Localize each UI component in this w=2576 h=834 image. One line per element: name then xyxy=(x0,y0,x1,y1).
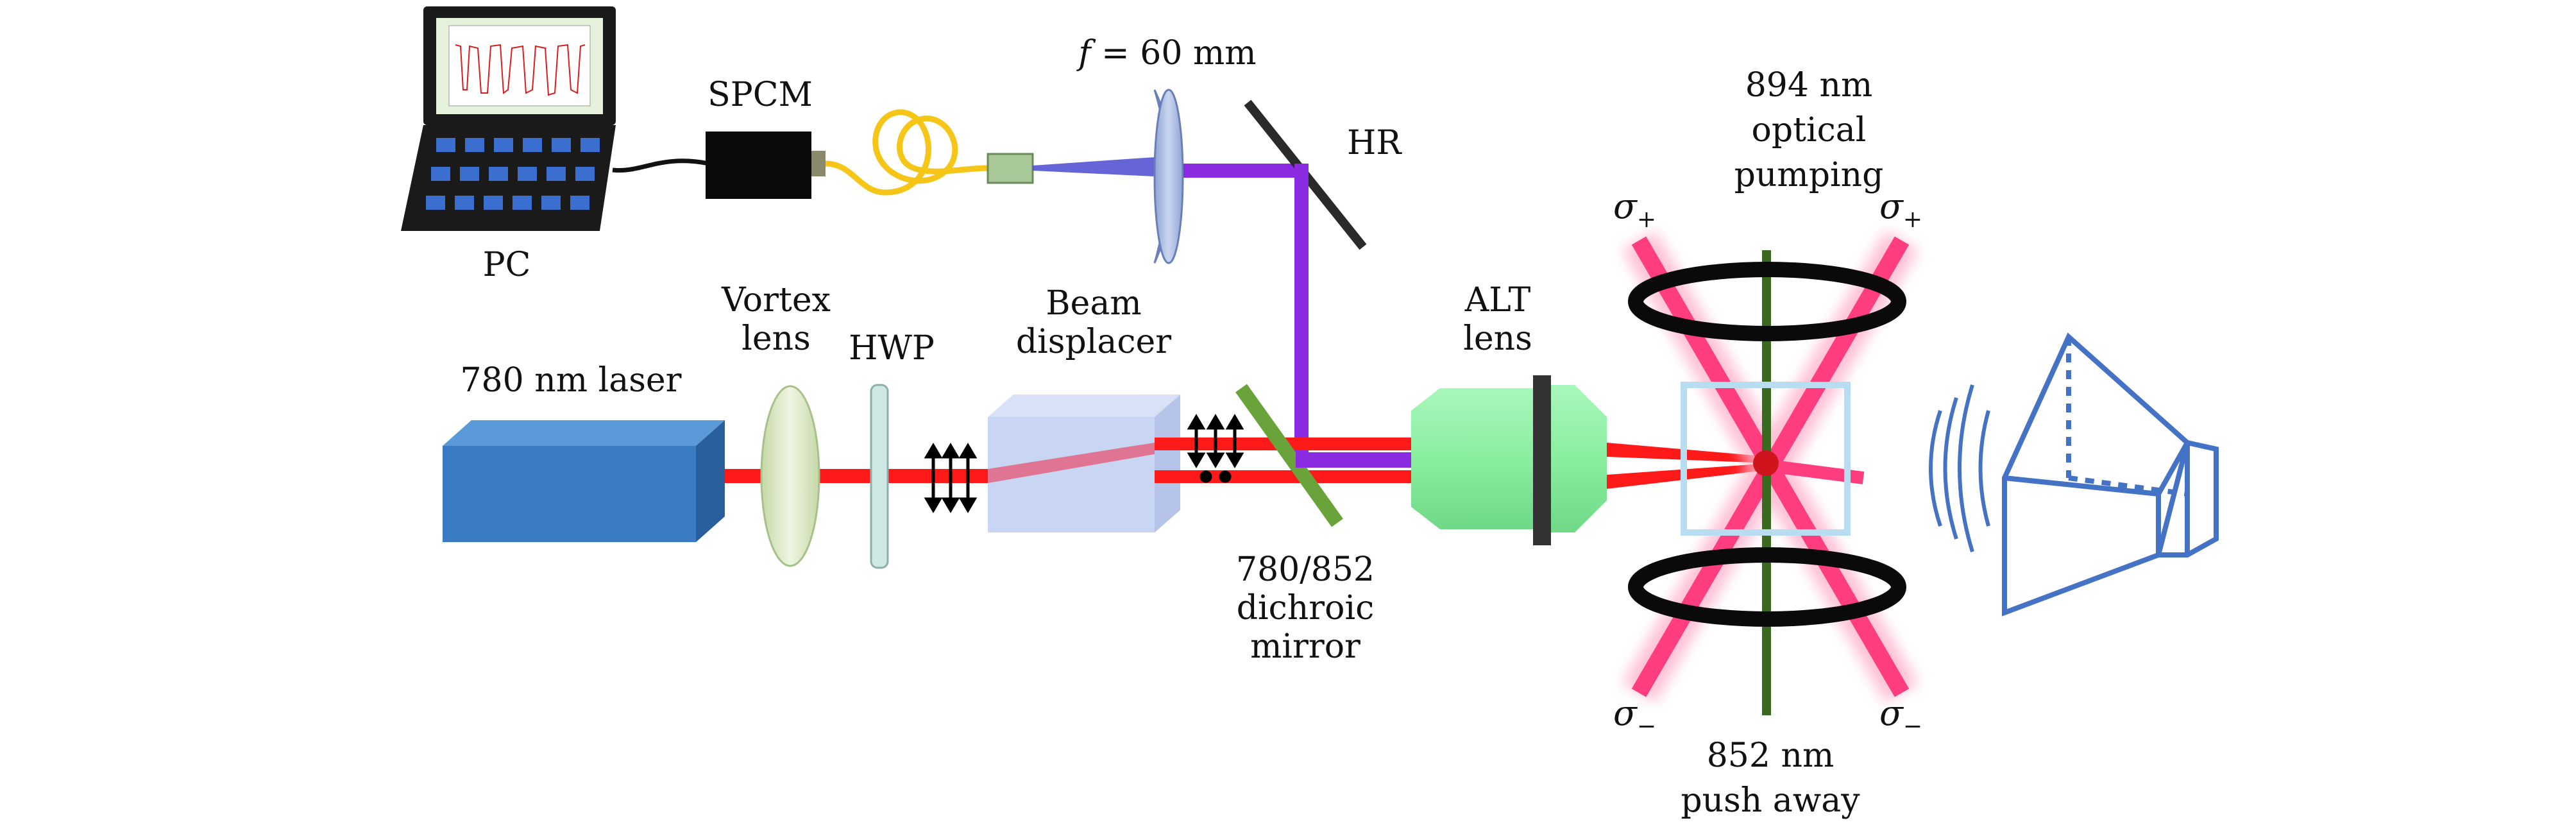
vortex-lens xyxy=(760,385,820,567)
camera-icon xyxy=(2002,332,2219,617)
dichroic-label-line3: mirror xyxy=(1250,627,1360,666)
dichroic-mirror xyxy=(1235,384,1343,527)
vacuum-cell xyxy=(1681,382,1851,536)
sigma-plus-top-right: σ+ xyxy=(1879,186,1922,233)
coil-lower xyxy=(1628,547,1906,627)
vortex-label-line1: Vortex xyxy=(721,281,831,319)
displacer-label-line2: displacer xyxy=(1016,323,1171,361)
alt-label-line1: ALT xyxy=(1464,281,1531,319)
screen-plot-area xyxy=(448,25,591,106)
sigma-minus-bottom-right: σ− xyxy=(1879,693,1922,740)
dichroic-label-line2: dichroic xyxy=(1237,589,1374,627)
fiber-coupler xyxy=(987,153,1034,184)
spcm-fiber-port xyxy=(811,151,826,176)
spcm-detector xyxy=(706,132,811,199)
polarization-arrows-input xyxy=(924,443,978,513)
pc-label: PC xyxy=(483,246,531,284)
polarization-arrows-output xyxy=(1187,414,1244,483)
focal-length-label: f = 60 mm xyxy=(1076,34,1256,72)
dichroic-label-line1: 780/852 xyxy=(1236,550,1375,589)
optical-pumping-beam xyxy=(1762,250,1771,715)
displacer-label-line1: Beam xyxy=(1046,284,1141,323)
keyboard-keys xyxy=(426,138,600,210)
hr-label: HR xyxy=(1347,124,1402,162)
collection-beam-cone xyxy=(1033,157,1155,176)
alt-label-line2: lens xyxy=(1463,319,1532,358)
trapped-atom xyxy=(1753,450,1779,476)
pc-laptop xyxy=(401,6,616,231)
displacer-split-beam xyxy=(988,443,1155,483)
laser-label: 780 nm laser xyxy=(460,361,681,400)
optical-fiber xyxy=(825,109,988,196)
optical-pumping-label-line2: optical xyxy=(1752,111,1867,149)
fluorescence-arcs xyxy=(1929,384,1990,552)
focused-beam-lower xyxy=(1607,463,1770,489)
focusing-lens-body xyxy=(1153,89,1184,264)
alt-lens xyxy=(1411,375,1607,545)
vortex-label-line2: lens xyxy=(741,319,811,358)
purple-beam-vertical xyxy=(1294,164,1309,462)
spcm-label: SPCM xyxy=(708,76,813,114)
pc-spcm-cable xyxy=(612,158,709,173)
coil-upper xyxy=(1628,262,1906,341)
purple-beam-to-alt xyxy=(1296,452,1411,468)
half-wave-plate xyxy=(870,384,889,569)
purple-beam-horizontal xyxy=(1183,164,1309,178)
sigma-minus-bottom-left: σ− xyxy=(1613,693,1656,740)
optical-pumping-label-line3: pumping xyxy=(1734,156,1884,194)
red-beam-lower xyxy=(1155,470,1411,483)
sigma-plus-top-left: σ+ xyxy=(1613,186,1656,233)
focused-beam-upper xyxy=(1607,443,1770,463)
screen-plot-trace xyxy=(455,44,586,96)
optical-pumping-label-line1: 894 nm xyxy=(1745,66,1873,105)
push-away-label-line1: 852 nm xyxy=(1707,736,1835,775)
push-away-label-line2: push away xyxy=(1681,781,1860,820)
laser-780nm xyxy=(443,420,725,542)
hwp-label: HWP xyxy=(849,329,935,368)
